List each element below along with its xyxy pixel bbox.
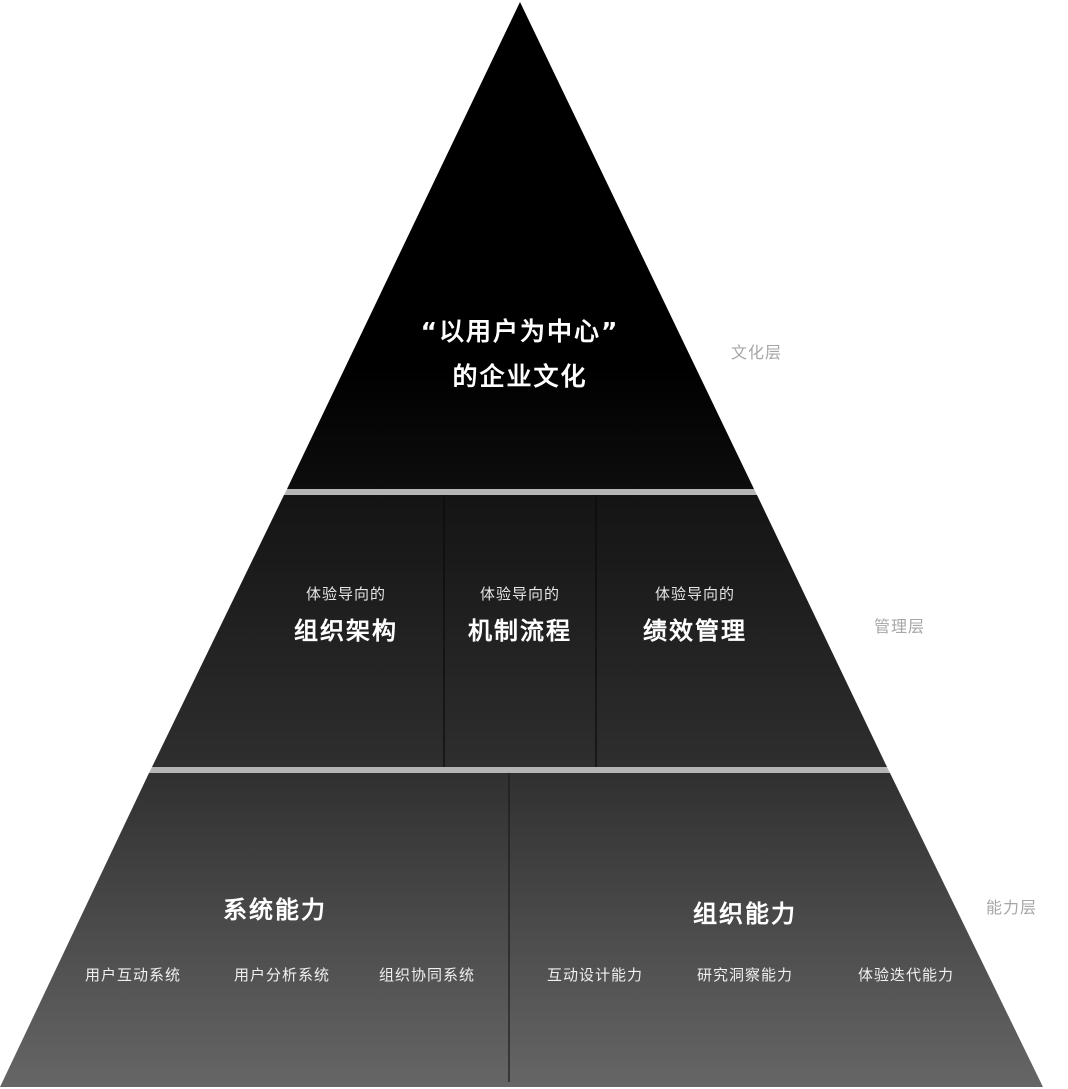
culture-line-1: “以用户为中心” bbox=[420, 317, 620, 346]
capability-group-1-item-2: 用户分析系统 bbox=[233, 966, 331, 984]
culture-line-2: 的企业文化 bbox=[452, 362, 588, 391]
capability-group-1-item-3: 组织协同系统 bbox=[378, 966, 476, 984]
management-layer bbox=[152, 495, 887, 767]
management-cell-2-title: 机制流程 bbox=[468, 617, 572, 645]
capability-layer bbox=[0, 773, 1043, 1087]
management-cell-2-prefix: 体验导向的 bbox=[479, 585, 561, 603]
capability-group-2-item-3: 体验迭代能力 bbox=[857, 966, 955, 984]
culture-layer-label: 文化层 bbox=[731, 343, 783, 362]
capability-group-2-item-1: 互动设计能力 bbox=[546, 966, 644, 984]
capability-group-1-item-1: 用户互动系统 bbox=[84, 966, 182, 984]
layer-separator bbox=[149, 767, 890, 773]
management-cell-3-title: 绩效管理 bbox=[643, 617, 747, 645]
capability-group-2-title: 组织能力 bbox=[693, 900, 797, 928]
capability-group-2-item-2: 研究洞察能力 bbox=[696, 966, 794, 984]
culture-layer bbox=[287, 2, 754, 489]
layer-separator bbox=[284, 489, 757, 495]
management-cell-3-prefix: 体验导向的 bbox=[654, 585, 736, 603]
capability-layer-label: 能力层 bbox=[986, 898, 1038, 917]
management-cell-1-prefix: 体验导向的 bbox=[305, 585, 387, 603]
capability-group-1-title: 系统能力 bbox=[223, 896, 327, 924]
management-cell-1-title: 组织架构 bbox=[294, 617, 398, 645]
management-layer-label: 管理层 bbox=[874, 617, 926, 636]
